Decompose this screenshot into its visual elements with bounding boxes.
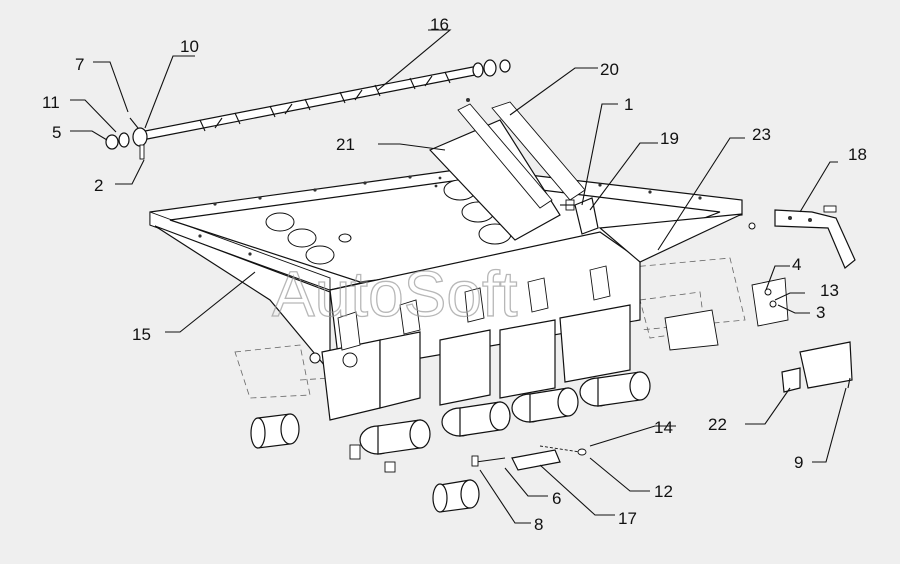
callout-6: 6 [552,489,561,508]
side-parts [664,205,856,393]
callout-5: 5 [52,123,61,142]
watermark-text: AutoSoft [272,258,518,330]
callout-21: 21 [336,135,355,154]
callout-14: 14 [654,418,673,437]
callout-1: 1 [624,95,633,114]
callout-20: 20 [600,60,619,79]
agitator-shaft [105,59,511,160]
callout-22: 22 [708,415,727,434]
callout-7: 7 [75,55,84,74]
callout-2: 2 [94,176,103,195]
callout-16: 16 [430,15,449,34]
callout-10: 10 [180,37,199,56]
callout-18: 18 [848,145,867,164]
callout-23: 23 [752,125,771,144]
callout-labels: 10 7 11 5 2 16 20 1 21 19 23 18 4 13 3 1… [42,15,867,534]
callout-19: 19 [660,129,679,148]
callout-11: 11 [42,93,60,112]
callout-17: 17 [618,509,637,528]
callout-13: 13 [820,281,839,300]
leader-lines [70,29,847,524]
internal-plate [428,98,586,241]
callout-4: 4 [792,255,801,274]
callout-8: 8 [534,515,543,534]
callout-3: 3 [816,303,825,322]
callout-9: 9 [794,453,803,472]
callout-15: 15 [132,325,151,344]
callout-12: 12 [654,482,673,501]
spring-linkage [471,445,587,471]
dosing-units [250,265,651,513]
